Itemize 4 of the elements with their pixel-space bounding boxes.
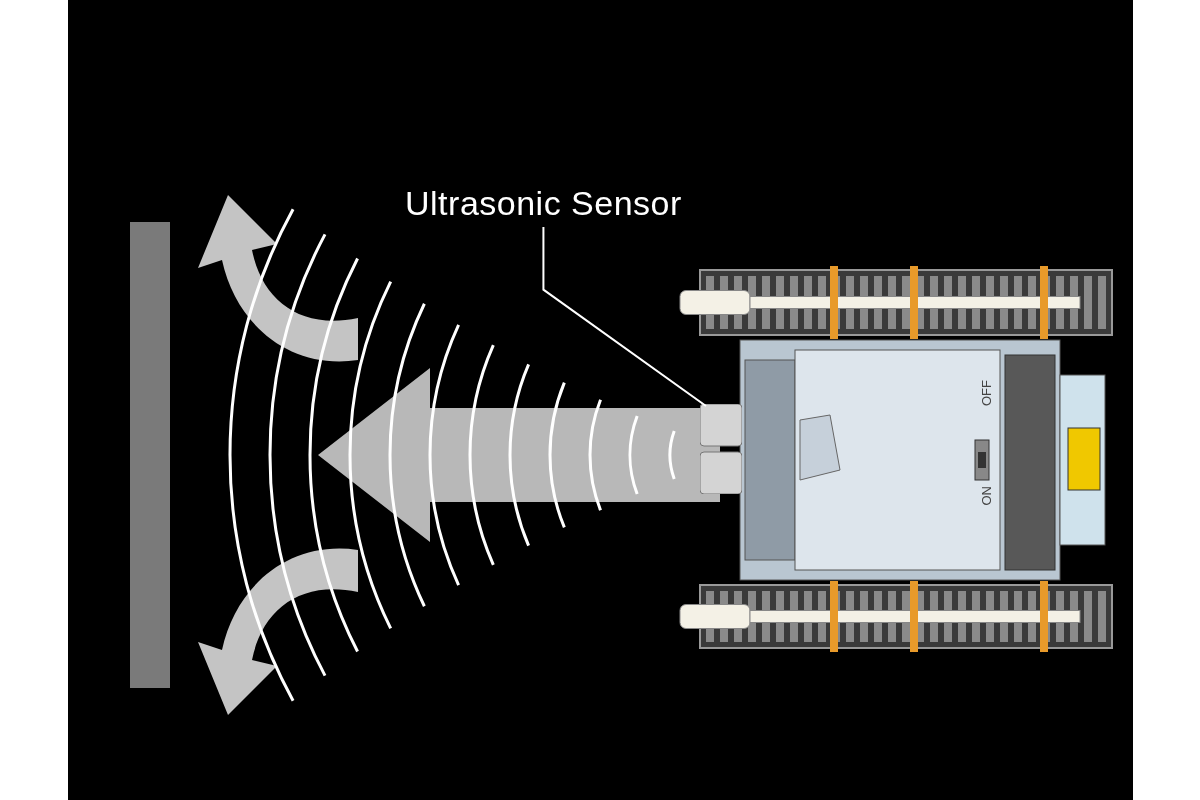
switch-marking: OFF (980, 380, 994, 406)
callout-label: Ultrasonic Sensor (405, 184, 682, 223)
switch-marking: ON (980, 486, 994, 506)
leader-line (542, 226, 707, 407)
